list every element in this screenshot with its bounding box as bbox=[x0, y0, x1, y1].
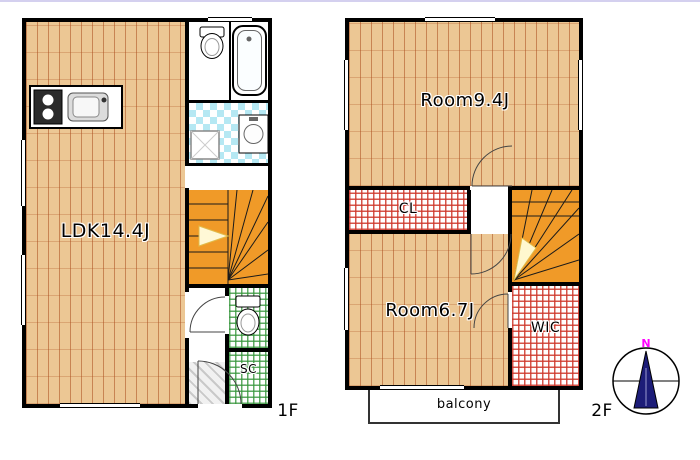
compass-north-label: N bbox=[641, 337, 650, 350]
stairs-2f-icon bbox=[512, 190, 579, 282]
window bbox=[21, 255, 26, 325]
window bbox=[578, 60, 583, 130]
kitchen-counter-icon bbox=[29, 85, 123, 129]
door-opening bbox=[508, 292, 512, 328]
window bbox=[344, 268, 349, 330]
shoe-closet-floor bbox=[229, 352, 268, 404]
compass-icon: N bbox=[612, 337, 680, 415]
entrance-step bbox=[189, 362, 225, 404]
wall bbox=[225, 288, 229, 404]
wall bbox=[349, 186, 470, 190]
laundry-pan-icon bbox=[190, 130, 220, 160]
toilet-icon-1f bbox=[235, 295, 261, 336]
door-opening bbox=[185, 292, 189, 338]
wic-floor bbox=[512, 286, 579, 386]
window bbox=[208, 17, 252, 22]
wall bbox=[512, 282, 579, 286]
wall bbox=[467, 190, 471, 234]
room-label-94: Room9.4J bbox=[420, 90, 510, 111]
wall bbox=[508, 186, 579, 190]
closet-cl-floor bbox=[349, 190, 467, 230]
stairs-1f-icon bbox=[189, 190, 268, 284]
toilet-icon-bathroom bbox=[199, 26, 225, 59]
wall bbox=[229, 348, 268, 352]
floor-label-1f: 1F bbox=[277, 401, 299, 421]
window bbox=[60, 403, 140, 408]
room-label-wic: WIC bbox=[530, 320, 561, 336]
wall bbox=[189, 284, 268, 288]
room-label-balcony: balcony bbox=[436, 397, 492, 412]
washbasin-icon bbox=[238, 114, 269, 154]
wall bbox=[349, 230, 471, 234]
window bbox=[344, 60, 349, 130]
wall bbox=[189, 163, 268, 166]
wall bbox=[189, 100, 268, 103]
wall bbox=[185, 22, 189, 404]
floor-label-2f: 2F bbox=[591, 401, 613, 421]
window bbox=[425, 17, 495, 22]
room-label-sc: SC bbox=[240, 362, 257, 376]
door-opening bbox=[185, 166, 189, 188]
top-border-strip bbox=[0, 0, 700, 2]
room-label-cl: CL bbox=[398, 201, 418, 217]
door-arc-icons bbox=[189, 145, 513, 405]
room-label-67: Room6.7J bbox=[385, 300, 475, 321]
window bbox=[21, 140, 26, 206]
door-opening bbox=[225, 296, 229, 334]
bathtub-icon bbox=[232, 25, 267, 96]
wall bbox=[229, 22, 231, 100]
wall bbox=[508, 190, 512, 386]
room-67-floor bbox=[349, 234, 508, 386]
room-label-ldk: LDK14.4J bbox=[60, 220, 151, 242]
entrance-door-opening bbox=[198, 404, 242, 408]
balcony-window bbox=[380, 385, 464, 390]
room-94-floor bbox=[349, 22, 579, 186]
